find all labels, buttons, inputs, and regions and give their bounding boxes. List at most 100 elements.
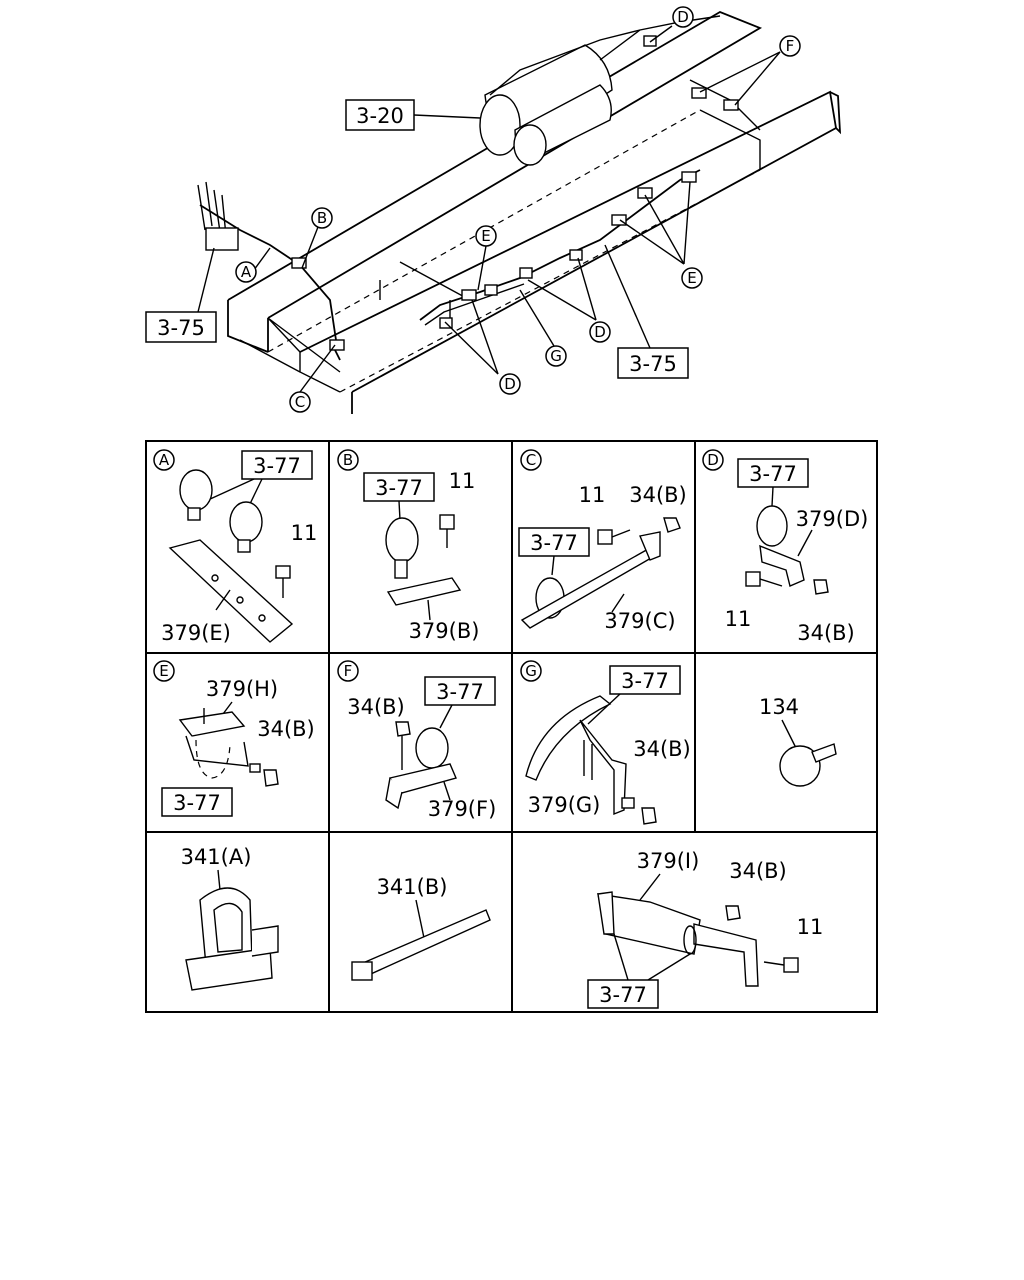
hose-clamp-icon-d bbox=[756, 505, 788, 547]
bracket-379D bbox=[759, 544, 805, 587]
panel-C-letter: C bbox=[526, 451, 536, 469]
panel-clamp-134: 134 bbox=[759, 695, 837, 787]
svg-text:D: D bbox=[677, 8, 689, 26]
svg-text:B: B bbox=[317, 209, 327, 227]
panel-G: G 3-77 34(B) 379(G) bbox=[520, 660, 691, 825]
callout-A: A bbox=[235, 261, 257, 283]
part-134-label: 134 bbox=[759, 695, 799, 719]
panel-C-bolt: 11 bbox=[579, 483, 606, 507]
panel-F: F 3-77 34(B) 379(F) bbox=[337, 660, 497, 821]
overview-leaders bbox=[197, 25, 781, 393]
bolt-icon-d bbox=[745, 571, 761, 587]
panel-A-bracket: 379(E) bbox=[161, 621, 231, 645]
cable-tie-icon bbox=[355, 909, 491, 979]
callout-G: G bbox=[545, 345, 567, 367]
detail-grid bbox=[145, 440, 878, 1013]
panel-G-letter: G bbox=[525, 662, 537, 680]
svg-text:E: E bbox=[481, 227, 490, 245]
band-clamp-icon bbox=[779, 745, 821, 787]
svg-text:E: E bbox=[687, 269, 696, 287]
panel-tie-341B: 341(B) bbox=[351, 875, 491, 981]
panel-C: C 3-77 11 34(B) 379(C) bbox=[518, 449, 687, 633]
ref-3-20-text: 3-20 bbox=[356, 104, 404, 128]
panel-B: B 3-77 11 379(B) bbox=[337, 449, 480, 643]
bracket-379E-plate bbox=[168, 539, 294, 643]
panel-A-bolt: 11 bbox=[291, 521, 318, 545]
part-341A-label: 341(A) bbox=[181, 845, 252, 869]
svg-text:G: G bbox=[550, 347, 562, 365]
svg-text:F: F bbox=[786, 37, 795, 55]
panel-I: 379(I) 34(B) 11 3-77 bbox=[587, 849, 824, 1009]
nut-icon-i bbox=[725, 905, 741, 921]
panel-C-ref: 3-77 bbox=[530, 531, 578, 555]
panel-E-ref: 3-77 bbox=[173, 791, 221, 815]
nut-icon-c bbox=[663, 517, 681, 533]
hose-clamp-icon-b bbox=[385, 517, 419, 563]
bracket-379H bbox=[178, 711, 246, 737]
panel-D: D 3-77 379(D) 11 34(B) bbox=[702, 449, 869, 645]
ref-3-75-left-text: 3-75 bbox=[157, 316, 205, 340]
panel-clip-341A: 341(A) bbox=[181, 845, 279, 991]
callout-F: F bbox=[779, 35, 801, 57]
callout-C: C bbox=[289, 391, 311, 413]
panel-I-ref: 3-77 bbox=[599, 983, 647, 1007]
panel-E-nut: 34(B) bbox=[257, 717, 315, 741]
nut-icon-e bbox=[263, 769, 279, 787]
svg-text:C: C bbox=[295, 393, 305, 411]
hose-clamp-icon bbox=[179, 469, 213, 511]
panel-E-letter: E bbox=[159, 662, 168, 680]
panel-I-bracket: 379(I) bbox=[637, 849, 700, 873]
panel-B-ref: 3-77 bbox=[375, 476, 423, 500]
nut-icon-g bbox=[641, 807, 657, 825]
nut-icon-d bbox=[813, 579, 829, 595]
panel-D-letter: D bbox=[707, 451, 719, 469]
hose-clamp-icon-f bbox=[415, 727, 449, 769]
panel-D-nut: 34(B) bbox=[797, 621, 855, 645]
callout-D-mid: D bbox=[589, 321, 611, 343]
panel-E-bracket: 379(H) bbox=[206, 677, 278, 701]
panel-F-letter: F bbox=[344, 662, 353, 680]
panel-E: E 379(H) 34(B) 3-77 bbox=[153, 660, 315, 817]
callout-E-right: E bbox=[681, 267, 703, 289]
panel-C-nut: 34(B) bbox=[629, 483, 687, 507]
panel-B-letter: B bbox=[343, 451, 353, 469]
panel-D-bolt: 11 bbox=[725, 607, 752, 631]
callout-B: B bbox=[311, 207, 333, 229]
svg-text:A: A bbox=[241, 263, 252, 281]
ref-box-3-75-right: 3-75 bbox=[617, 347, 689, 379]
bracket-379B-plate bbox=[386, 577, 462, 606]
bolt-icon bbox=[275, 565, 291, 579]
panel-I-nut: 34(B) bbox=[729, 859, 787, 883]
svg-text:D: D bbox=[594, 323, 606, 341]
panel-A: A 3-77 11 379(E) bbox=[153, 449, 318, 645]
panel-D-ref: 3-77 bbox=[749, 462, 797, 486]
panel-F-nut: 34(B) bbox=[347, 695, 405, 719]
callout-D-low: D bbox=[499, 373, 521, 395]
bolt-icon-i bbox=[783, 957, 799, 973]
panel-G-bracket: 379(G) bbox=[528, 793, 601, 817]
bolt-icon-b bbox=[439, 514, 455, 530]
ref-box-3-75-left: 3-75 bbox=[145, 311, 217, 343]
ref-box-3-20: 3-20 bbox=[345, 99, 415, 131]
panel-I-bolt: 11 bbox=[797, 915, 824, 939]
chassis-overview bbox=[197, 11, 842, 414]
callout-D-top: D bbox=[672, 6, 694, 28]
panel-C-bracket: 379(C) bbox=[604, 609, 675, 633]
air-tank bbox=[479, 44, 613, 166]
panel-A-ref: 3-77 bbox=[253, 454, 301, 478]
bracket-379G-shield bbox=[525, 695, 612, 781]
ref-3-75-right-text: 3-75 bbox=[629, 352, 677, 376]
panel-F-bracket: 379(F) bbox=[428, 797, 497, 821]
panel-B-bracket: 379(B) bbox=[409, 619, 480, 643]
panel-D-bracket: 379(D) bbox=[796, 507, 869, 531]
svg-text:D: D bbox=[504, 375, 516, 393]
panel-F-ref: 3-77 bbox=[436, 680, 484, 704]
panel-B-bolt: 11 bbox=[449, 469, 476, 493]
callout-E-mid: E bbox=[475, 225, 497, 247]
bolt-icon-c bbox=[597, 529, 613, 545]
nut-icon-f bbox=[395, 721, 411, 737]
part-341B-label: 341(B) bbox=[377, 875, 448, 899]
panel-A-letter: A bbox=[159, 451, 170, 469]
panel-G-ref: 3-77 bbox=[621, 669, 669, 693]
